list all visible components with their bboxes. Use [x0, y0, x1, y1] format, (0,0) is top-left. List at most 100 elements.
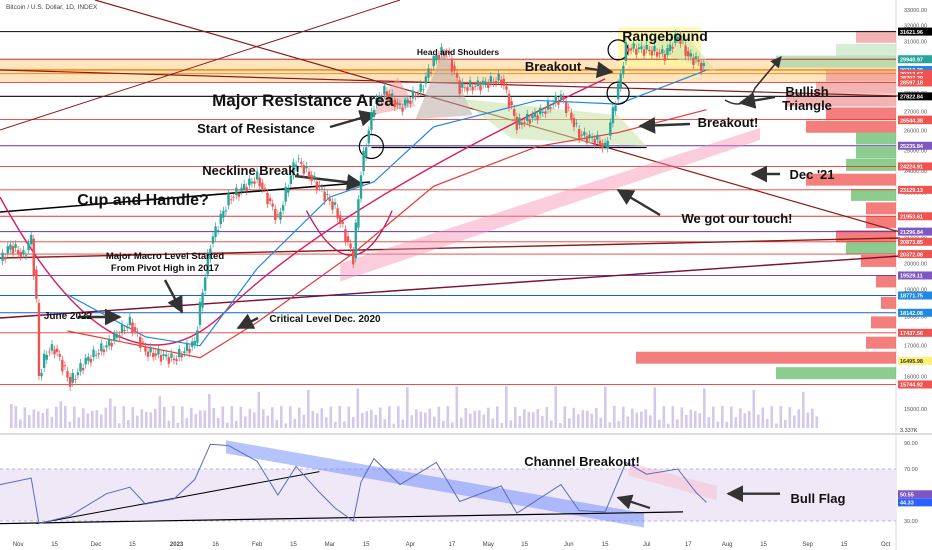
candle-body: [209, 248, 212, 259]
volume-bar: [739, 408, 742, 428]
volume-bar: [491, 418, 495, 428]
volume-bar: [451, 422, 454, 428]
candle-body: [692, 57, 695, 65]
candle-body: [661, 49, 664, 54]
volume-bar: [374, 414, 378, 428]
volume-bar: [140, 409, 144, 428]
volume-bar: [577, 414, 580, 428]
volume-bar: [505, 386, 508, 428]
candle-body: [87, 356, 90, 361]
candle-body: [214, 226, 217, 238]
candle-body: [601, 143, 604, 149]
candle-body: [139, 336, 142, 348]
candle-body: [123, 330, 126, 331]
candle-body: [497, 73, 500, 81]
volume-bar: [325, 417, 328, 428]
volume-bar: [698, 413, 702, 428]
volume-bar: [653, 387, 657, 428]
candle-body: [364, 147, 368, 158]
volume-bar: [131, 407, 135, 428]
candle-body: [507, 93, 511, 108]
candle-body: [222, 210, 225, 218]
volume-bar: [716, 421, 720, 428]
candle-body: [346, 236, 350, 242]
x-tick-label: Oct: [881, 542, 891, 548]
candle-body: [53, 349, 56, 355]
volume-bar: [104, 407, 108, 428]
volume-bar: [41, 412, 45, 428]
volume-bar: [469, 413, 472, 428]
candle-body: [55, 348, 59, 353]
candle-body: [474, 86, 477, 88]
candle-body: [484, 81, 487, 84]
rsi-tick-label: 30.00: [904, 519, 918, 525]
price-tick-label: 16000.00: [904, 374, 927, 380]
candle-body: [515, 116, 519, 130]
volume-bar: [14, 406, 18, 428]
candle-body: [549, 107, 552, 109]
candle-body: [128, 316, 132, 325]
candle-body: [274, 208, 277, 221]
volume-bar: [802, 391, 805, 428]
candle-body: [372, 110, 376, 117]
volume-profile-bar: [871, 316, 896, 329]
volume-bar: [59, 401, 63, 428]
candle-body: [352, 250, 355, 265]
candle-body: [380, 97, 383, 101]
breakout2-label: Breakout!: [698, 115, 759, 130]
candle-body: [616, 83, 620, 100]
volume-bar: [536, 409, 540, 428]
candle-body: [427, 68, 430, 78]
volume-bar: [73, 406, 76, 428]
volume-bar: [194, 414, 198, 428]
volume-bar: [230, 406, 234, 428]
candle-body: [609, 122, 612, 136]
candle-body: [629, 48, 633, 51]
candle-body: [333, 202, 337, 205]
volume-bar: [523, 409, 526, 428]
touch-arrow: [616, 188, 661, 217]
candle-body: [562, 96, 565, 100]
candle-body: [455, 72, 459, 78]
candle-body: [697, 59, 700, 62]
price-tick-label: 20000.00: [904, 261, 927, 267]
candle-body: [406, 99, 409, 104]
volume-profile-bar: [836, 43, 896, 56]
volume-bar: [176, 422, 180, 428]
price-tick-label: 17000.00: [904, 344, 927, 350]
volume-bar: [527, 412, 531, 428]
candle-body: [679, 35, 682, 44]
volume-bar: [572, 407, 576, 428]
volume-bar: [113, 406, 117, 428]
volume-profile-bar: [866, 216, 896, 229]
volume-bar: [343, 421, 346, 428]
candle-body: [583, 131, 586, 136]
candle-body: [229, 199, 233, 201]
price-level-badge: [898, 55, 932, 64]
candle-body: [429, 71, 433, 73]
volume-label: 3.337K: [900, 428, 918, 434]
candle-body: [159, 355, 163, 362]
candle-body: [131, 322, 134, 333]
volume-bar: [50, 416, 54, 428]
x-tick-label: 15: [290, 542, 297, 548]
candle-body: [510, 101, 513, 106]
volume-bar: [316, 413, 319, 428]
price-level-label: 26544.38: [900, 118, 923, 124]
volume-bar: [410, 415, 414, 428]
price-level-label: 15744.92: [900, 383, 923, 389]
price-level-label: 24224.91: [900, 165, 923, 171]
candle-body: [559, 94, 563, 99]
price-level-badge: [898, 141, 932, 150]
x-tick-label: 15: [602, 542, 609, 548]
candle-body: [201, 292, 204, 308]
candle-body: [50, 344, 54, 351]
volume-bar: [370, 409, 373, 428]
volume-bar: [815, 416, 819, 428]
candle-body: [157, 349, 160, 355]
x-tick-label: 2023: [170, 542, 184, 548]
candle-body: [287, 188, 290, 193]
candle-body: [284, 186, 287, 202]
candle-body: [533, 112, 537, 117]
